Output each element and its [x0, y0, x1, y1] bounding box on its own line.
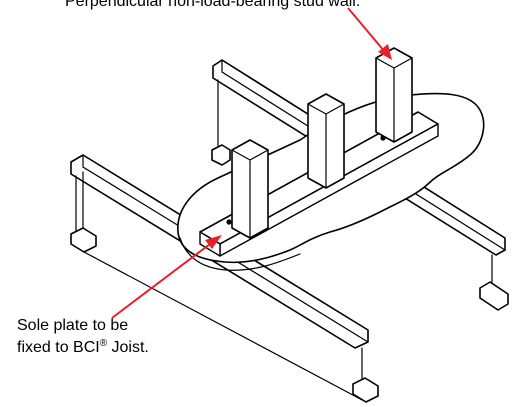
- bottom-label-line2: fixed to BCI® Joist.: [17, 338, 149, 356]
- bottom-label-line1: Sole plate to be: [17, 317, 128, 334]
- stud-rear: [375, 47, 413, 143]
- registered-mark: ®: [100, 338, 108, 349]
- top-label: Perpendicular non-load-bearing stud wall…: [65, 0, 360, 10]
- bottom-arrow-line: [111, 240, 215, 319]
- studs: [231, 47, 413, 239]
- bottom-label-prefix: fixed to BCI: [17, 339, 100, 356]
- nail-front: [226, 219, 232, 225]
- stud-front: [231, 139, 269, 239]
- callout-arrows: [111, 7, 392, 319]
- bottom-label-suffix: Joist.: [107, 339, 149, 356]
- top-arrow-line: [347, 7, 386, 53]
- top-arrow-head: [378, 44, 392, 60]
- bottom-arrow-head: [205, 235, 222, 249]
- stud-middle: [307, 93, 345, 189]
